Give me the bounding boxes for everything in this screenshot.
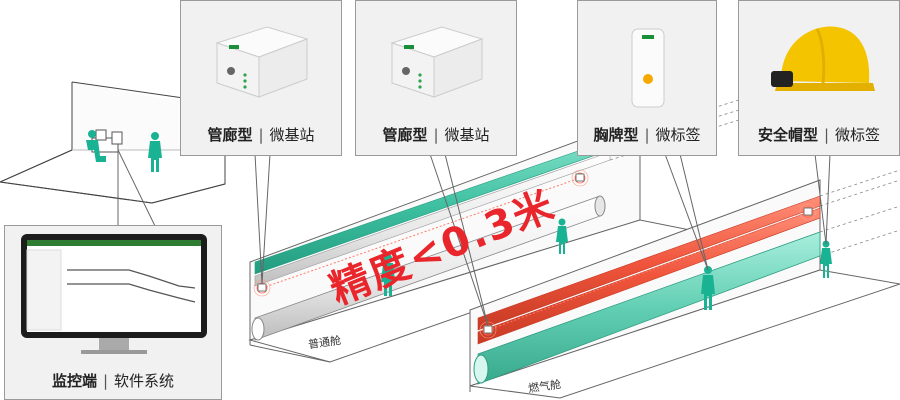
device-role-label: 微标签 [835, 126, 881, 144]
left-corridor-base-station-icon-2 [571, 169, 589, 187]
standing-person-icon [148, 132, 162, 172]
device-type-label: 安全帽型 [757, 126, 818, 144]
device-card-label: 管廊型 | 微基站 [356, 124, 516, 145]
callout-lines [254, 153, 831, 327]
badge-tag-icon [631, 28, 665, 108]
office-connector-line [117, 149, 156, 227]
device-card-corridor-station-2: 管廊型 | 微基站 [355, 0, 517, 156]
right-corridor [469, 179, 900, 399]
device-role-label: 微基站 [269, 126, 315, 144]
micro-base-station-icon [215, 26, 309, 98]
separator: | [258, 126, 264, 144]
separator: | [823, 126, 830, 144]
safety-helmet-icon [771, 26, 875, 91]
device-card-corridor-station-1: 管廊型 | 微基站 [180, 0, 342, 156]
monitor-type-label: 监控端 [51, 372, 97, 390]
separator: | [102, 372, 109, 390]
right-corridor-base-station-icon-2 [799, 203, 817, 221]
monitor-icon [21, 234, 207, 354]
separator: | [644, 126, 650, 144]
right-corridor-person-icon [701, 266, 715, 310]
monitor-role-label: 软件系统 [114, 372, 175, 390]
device-type-label: 管廊型 [207, 126, 253, 144]
device-card-label: 安全帽型 | 微标签 [739, 124, 899, 145]
device-card-badge-tag: 胸牌型 | 微标签 [577, 0, 717, 156]
left-corridor [248, 117, 702, 363]
device-role-label: 微标签 [655, 126, 701, 144]
left-corridor-person-icon [381, 254, 395, 296]
device-card-helmet-tag: 安全帽型 | 微标签 [738, 0, 900, 156]
monitor-card: 监控端 | 软件系统 [4, 225, 222, 400]
left-corridor-person-icon-2 [556, 218, 568, 254]
monitor-card-label: 监控端 | 软件系统 [5, 370, 221, 391]
device-role-label: 微基站 [444, 126, 490, 144]
separator: | [433, 126, 439, 144]
device-card-label: 管廊型 | 微基站 [181, 124, 341, 145]
device-card-label: 胸牌型 | 微标签 [578, 124, 716, 145]
device-type-label: 管廊型 [382, 126, 428, 144]
device-type-label: 胸牌型 [593, 126, 639, 144]
micro-base-station-icon [390, 26, 484, 98]
office-worker-icon [86, 130, 106, 162]
